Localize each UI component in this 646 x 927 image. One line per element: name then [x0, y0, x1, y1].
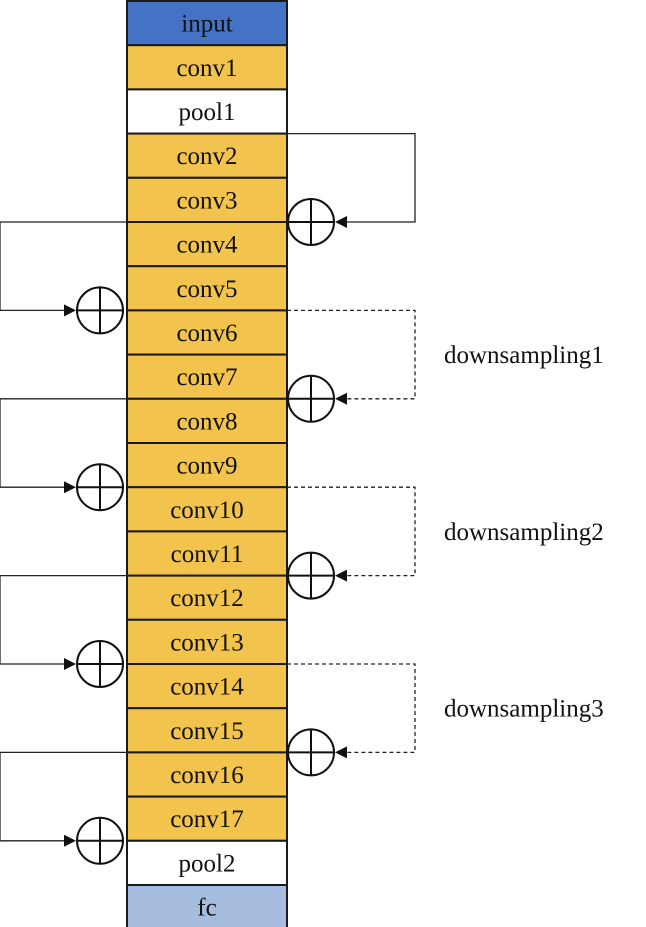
layer-label: pool1	[179, 99, 236, 126]
layer-conv6: conv6	[126, 309, 288, 356]
layer-conv1: conv1	[126, 44, 288, 91]
layer-conv5: conv5	[126, 265, 288, 312]
skip-connections	[0, 132, 416, 865]
add-icon	[76, 286, 124, 335]
layer-label: fc	[197, 895, 216, 922]
layer-box	[126, 0, 288, 47]
layer-pool1: pool1	[126, 88, 288, 135]
layer-box	[126, 442, 288, 489]
arrowhead	[335, 392, 347, 405]
layer-conv16: conv16	[126, 751, 288, 798]
skip-line	[287, 132, 416, 223]
skip-connection-8	[0, 751, 127, 865]
skip-line	[287, 486, 416, 577]
layer-box	[126, 884, 288, 927]
skip-line	[0, 398, 127, 488]
layer-box	[126, 839, 288, 886]
add-icon	[76, 463, 124, 512]
arrowhead	[335, 216, 347, 228]
layer-label: conv6	[176, 320, 237, 347]
skip-connection-6	[0, 574, 127, 688]
layer-label: conv12	[170, 585, 244, 612]
layer-label: conv5	[176, 276, 237, 303]
add-icon	[287, 374, 335, 423]
add-icon	[287, 198, 335, 246]
layer-box	[126, 132, 288, 179]
skip-line	[287, 309, 416, 400]
layer-label: conv15	[170, 718, 244, 745]
add-icon	[287, 551, 335, 600]
add-icon	[76, 640, 124, 688]
layer-label: conv7	[176, 364, 237, 391]
skip-line	[287, 663, 416, 754]
skip-line	[0, 221, 127, 312]
arrowhead	[64, 658, 76, 670]
downsampling-labels: downsampling1 downsampling2 downsampling3	[444, 342, 604, 723]
layer-label: input	[181, 11, 232, 38]
layer-conv7: conv7	[126, 353, 288, 400]
layer-box	[126, 795, 288, 842]
layer-conv2: conv2	[126, 132, 288, 179]
layer-conv4: conv4	[126, 221, 288, 268]
layer-label: conv1	[176, 55, 237, 82]
downsampling-label-3: downsampling3	[444, 696, 604, 723]
layer-box	[126, 574, 288, 621]
layer-conv9: conv9	[126, 442, 288, 489]
layer-conv11: conv11	[126, 530, 288, 577]
layer-label: conv3	[176, 187, 237, 214]
arrowhead	[64, 304, 76, 317]
layer-label: conv10	[170, 497, 244, 524]
layer-label: conv17	[170, 806, 244, 833]
layer-stack: input conv1 pool1 conv2 conv3 conv4 conv5 conv6…	[126, 0, 288, 927]
skip-line	[0, 574, 127, 665]
layer-pool2: pool2	[126, 839, 288, 886]
skip-connection-4	[0, 398, 127, 512]
skip-line	[0, 751, 127, 842]
layer-label: conv16	[170, 762, 244, 789]
layer-box	[126, 397, 288, 444]
layer-box	[126, 309, 288, 356]
layer-conv13: conv13	[126, 618, 288, 665]
layer-label: conv11	[171, 541, 244, 568]
downsampling-label-1: downsampling1	[444, 342, 604, 369]
layer-conv10: conv10	[126, 486, 288, 533]
add-icon	[287, 728, 335, 777]
layer-box	[126, 707, 288, 754]
layer-conv8: conv8	[126, 397, 288, 444]
layer-label: conv4	[176, 232, 238, 259]
layer-input: input	[126, 0, 288, 47]
layer-box	[126, 486, 288, 533]
arrowhead	[335, 569, 347, 582]
arrowhead	[64, 481, 76, 494]
layer-box	[126, 44, 288, 91]
layer-conv12: conv12	[126, 574, 288, 621]
layer-label: conv8	[176, 408, 237, 435]
layer-label: conv14	[170, 674, 244, 701]
layer-box	[126, 663, 288, 710]
skip-connection-3	[287, 309, 416, 423]
skip-connection-1	[287, 132, 416, 246]
layer-box	[126, 751, 288, 798]
layer-box	[126, 221, 288, 268]
skip-connection-2	[0, 221, 127, 335]
downsampling-label-2: downsampling2	[444, 519, 604, 546]
layer-label: conv13	[170, 629, 244, 656]
arrowhead	[64, 834, 76, 847]
layer-conv14: conv14	[126, 663, 288, 710]
layer-conv3: conv3	[126, 176, 288, 224]
layer-fc: fc	[126, 884, 288, 927]
layer-label: pool2	[179, 850, 236, 877]
skip-connection-5	[287, 486, 416, 600]
skip-connection-7	[287, 663, 416, 777]
layer-conv17: conv17	[126, 795, 288, 842]
layer-label: conv2	[176, 143, 237, 170]
arrowhead	[335, 746, 347, 759]
add-icon	[76, 816, 124, 865]
layer-conv15: conv15	[126, 707, 288, 754]
layer-label: conv9	[176, 453, 237, 480]
